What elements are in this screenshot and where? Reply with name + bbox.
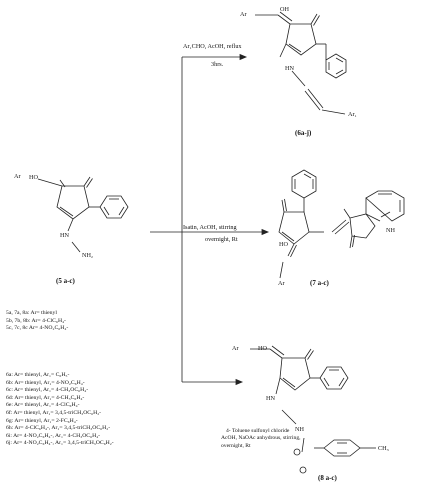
- ar1-legend: 6a: Ar= thienyl, Ar₁= C₆H₅- 6b: Ar= thie…: [6, 372, 114, 448]
- compound-8-ho-label: HO: [258, 345, 267, 352]
- compound-7-ar-label: Ar: [278, 280, 285, 287]
- reaction-2-conditions-line2: overnight, Rt: [205, 236, 238, 243]
- reaction-arrows: [150, 53, 270, 386]
- ar-legend-item: 5b, 7b, 8b: Ar= 4-ClC₆H₄-: [6, 317, 66, 324]
- compound-8-ch3-label: CH₃: [378, 445, 389, 452]
- compound-8-label: (8 a-c): [318, 474, 337, 482]
- ar1-legend-item: 6g: Ar= thienyl, Ar₁= 2-FC₆H₄-: [6, 417, 78, 424]
- compound-6-ar1-label: Ar₁: [348, 111, 357, 118]
- compound-5-ar-label: Ar: [14, 173, 21, 180]
- reaction-3-conditions-line2: AcOH, NaOAc anhydrous, stirring,: [221, 435, 301, 441]
- ar-legend-item: 5a, 7a, 8a: Ar= thienyl: [6, 310, 57, 316]
- compound-6-structure: [255, 11, 347, 115]
- compound-6-hn-label: HN: [285, 65, 294, 72]
- compound-6-oh-label: OH: [280, 6, 289, 13]
- ar1-legend-item: 6a: Ar= thienyl, Ar₁= C₆H₅-: [6, 372, 70, 378]
- arrow-head-6: [239, 53, 248, 61]
- compound-7-nh-label: NH: [386, 227, 395, 234]
- reaction-1-conditions-line1: Ar₁CHO, AcOH, reflux: [183, 43, 242, 50]
- compound-8-ar-label: Ar: [232, 345, 239, 352]
- compound-8-structure: [250, 345, 376, 474]
- ar-legend-item: 5c, 7c, 8c Ar= 4-NO₂C₆H₄-: [6, 325, 69, 332]
- compound-7-ho-label: HO: [279, 241, 288, 248]
- ar1-legend-item: 6e: Ar= thienyl, Ar₁= 4-ClC₆H₄-: [6, 402, 80, 409]
- compound-6-ar-label: Ar: [240, 11, 247, 18]
- ar-legend: 5a, 7a, 8a: Ar= thienyl 5b, 7b, 8b: Ar= …: [6, 310, 68, 333]
- compound-5-structure: [37, 176, 129, 253]
- arrow-head-7: [261, 228, 270, 236]
- compound-8-nh-label: NH: [295, 426, 304, 433]
- ar1-legend-item: 6d: Ar= thienyl, Ar₁= 4-CH₃C₆H₄-: [6, 394, 85, 401]
- ar1-legend-item: 6i: Ar= 4-NO₂C₆H₄-, Ar₁= 4-CH₃OC₆H₄-: [6, 432, 101, 439]
- compound-5-ho-label: HO: [29, 174, 38, 181]
- arrow-head-8: [235, 378, 244, 386]
- compound-7-structure: [278, 169, 405, 279]
- ar1-legend-item: 6j: Ar= 4-NO₂C₆H₄-, Ar₁= 3,4,5-triCH₃OC₆…: [6, 440, 114, 447]
- ar1-legend-item: 6c: Ar= thienyl, Ar₁= 4-CH₃OC₆H₄-: [6, 387, 89, 394]
- ar1-legend-item: 6b: Ar= thienyl, Ar₁= 4-NO₂C₆H₄-: [6, 379, 85, 386]
- reaction-3-conditions-line3: overnight, Rt: [221, 443, 251, 449]
- compound-5-label: (5 a-c): [56, 277, 75, 285]
- compound-8-hn-label: HN: [266, 395, 275, 402]
- ar1-legend-item: 6h: Ar= 4-ClC₆H₄-, Ar₁= 3,4,5-triCH₃OC₆H…: [6, 425, 111, 432]
- compound-5-hn-label: HN: [60, 232, 69, 239]
- compound-6-label: (6a-j): [295, 129, 312, 137]
- compound-5-nh2-label: NH₂: [82, 252, 94, 259]
- compound-7-label: (7 a-c): [310, 279, 329, 287]
- reaction-3-conditions-line1: 4- Toluene sulfonyl chloride: [226, 428, 290, 434]
- reaction-1-conditions-line2: 3hrs.: [211, 61, 224, 68]
- ar1-legend-item: 6f: Ar= thienyl, Ar₁= 3,4,5-triCH₃OC₆H₂-: [6, 409, 102, 416]
- reaction-2-conditions-line1: Isatin, AcOH, stirring: [183, 224, 237, 231]
